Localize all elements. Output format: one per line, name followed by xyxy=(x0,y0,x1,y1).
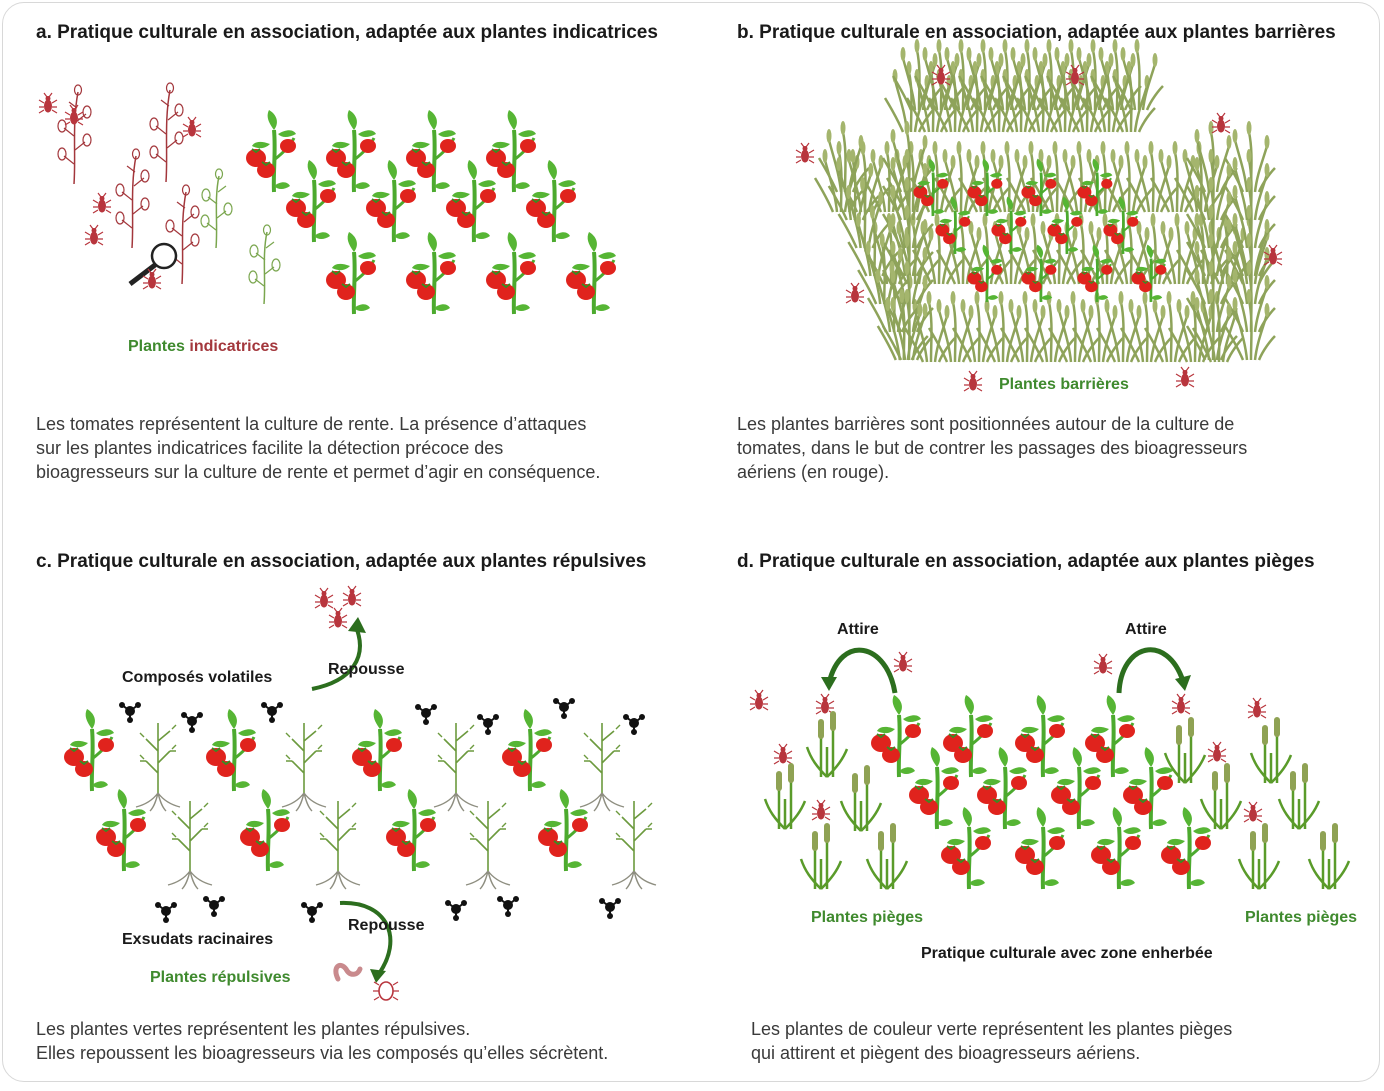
root-exudates-label: Exsudats racinaires xyxy=(122,931,274,948)
panel-c-desc-line: Elles repoussent les bioagresseurs via l… xyxy=(36,1043,609,1063)
indicator-plant-icon xyxy=(200,168,281,305)
volatile-compounds-label: Composés volatiles xyxy=(122,669,273,686)
panel-a-desc-line: sur les plantes indicatrices facilite la… xyxy=(36,438,504,458)
panel-d-desc-line: qui attirent et piègent des bioagresseur… xyxy=(751,1043,1141,1063)
curved-arrow-icon xyxy=(821,647,1191,694)
panel-b-desc-line: aériens (en rouge). xyxy=(737,462,890,482)
panel-b-desc-line: Les plantes barrières sont positionnées … xyxy=(737,414,1235,434)
panel-c-illustration xyxy=(62,585,657,1001)
panel-a-illustration xyxy=(38,82,618,316)
panel-d-illustration xyxy=(749,647,1351,891)
panel-d-desc-line: Les plantes de couleur verte représenten… xyxy=(751,1019,1233,1039)
repellent-plants-label: Plantes répulsives xyxy=(150,969,291,986)
grass-zone-label: Pratique culturale avec zone enherbée xyxy=(921,945,1213,962)
panel-a-desc-line: bioagresseurs sur la culture de rente et… xyxy=(36,462,601,482)
panel-a-description: Les tomates représentent la culture de r… xyxy=(36,412,600,484)
trap-plants-right-label: Plantes pièges xyxy=(1245,909,1358,926)
indicator-label-part1: Plantes xyxy=(128,338,185,355)
panel-b-desc-line: tomates, dans le but de contrer les pass… xyxy=(737,438,1248,458)
attract-left-label: Attire xyxy=(837,621,879,638)
nematode-icon xyxy=(373,981,399,1001)
panel-d-description: Les plantes de couleur verte représenten… xyxy=(751,1017,1232,1065)
barrier-grass-icon xyxy=(813,37,1277,364)
panel-b-illustration xyxy=(795,37,1283,392)
indicator-label-part2: indicatrices xyxy=(189,338,279,355)
trap-plants-left-label: Plantes pièges xyxy=(811,909,924,926)
panel-a-title: a. Pratique culturale en association, ad… xyxy=(36,22,658,43)
pest-icon xyxy=(314,585,362,629)
panel-b-description: Les plantes barrières sont positionnées … xyxy=(737,412,1247,484)
barrier-plants-label: Plantes barrières xyxy=(999,376,1129,393)
curved-arrow-icon xyxy=(311,617,393,983)
panel-c-desc-line: Les plantes vertes représentent les plan… xyxy=(36,1019,471,1039)
panel-d: d. Pratique culturale en association, ad… xyxy=(737,551,1384,1091)
tomato-plant-icon xyxy=(869,693,1213,891)
panel-a-desc-line: Les tomates représentent la culture de r… xyxy=(36,414,587,434)
panel-b: b. Pratique culturale en association, ad… xyxy=(737,22,1384,562)
panel-c: c. Pratique culturale en association, ad… xyxy=(36,551,716,1091)
indicator-plants-label: Plantes indicatrices xyxy=(128,338,278,356)
attract-right-label: Attire xyxy=(1125,621,1167,638)
panel-b-title: b. Pratique culturale en association, ad… xyxy=(737,22,1336,43)
panel-c-description: Les plantes vertes représentent les plan… xyxy=(36,1017,608,1065)
panel-c-title: c. Pratique culturale en association, ad… xyxy=(36,551,647,572)
worm-icon xyxy=(333,962,363,982)
repulse-bottom-label: Repousse xyxy=(348,917,425,934)
repulse-top-label: Repousse xyxy=(328,661,405,678)
panel-d-title: d. Pratique culturale en association, ad… xyxy=(737,551,1315,572)
tomato-plant-icon xyxy=(244,108,618,316)
magnifier-icon xyxy=(128,242,178,286)
indicator-plant-icon xyxy=(57,82,200,285)
panel-a: a. Pratique culturale en association, ad… xyxy=(36,22,716,562)
tomato-plant-icon xyxy=(62,707,590,873)
